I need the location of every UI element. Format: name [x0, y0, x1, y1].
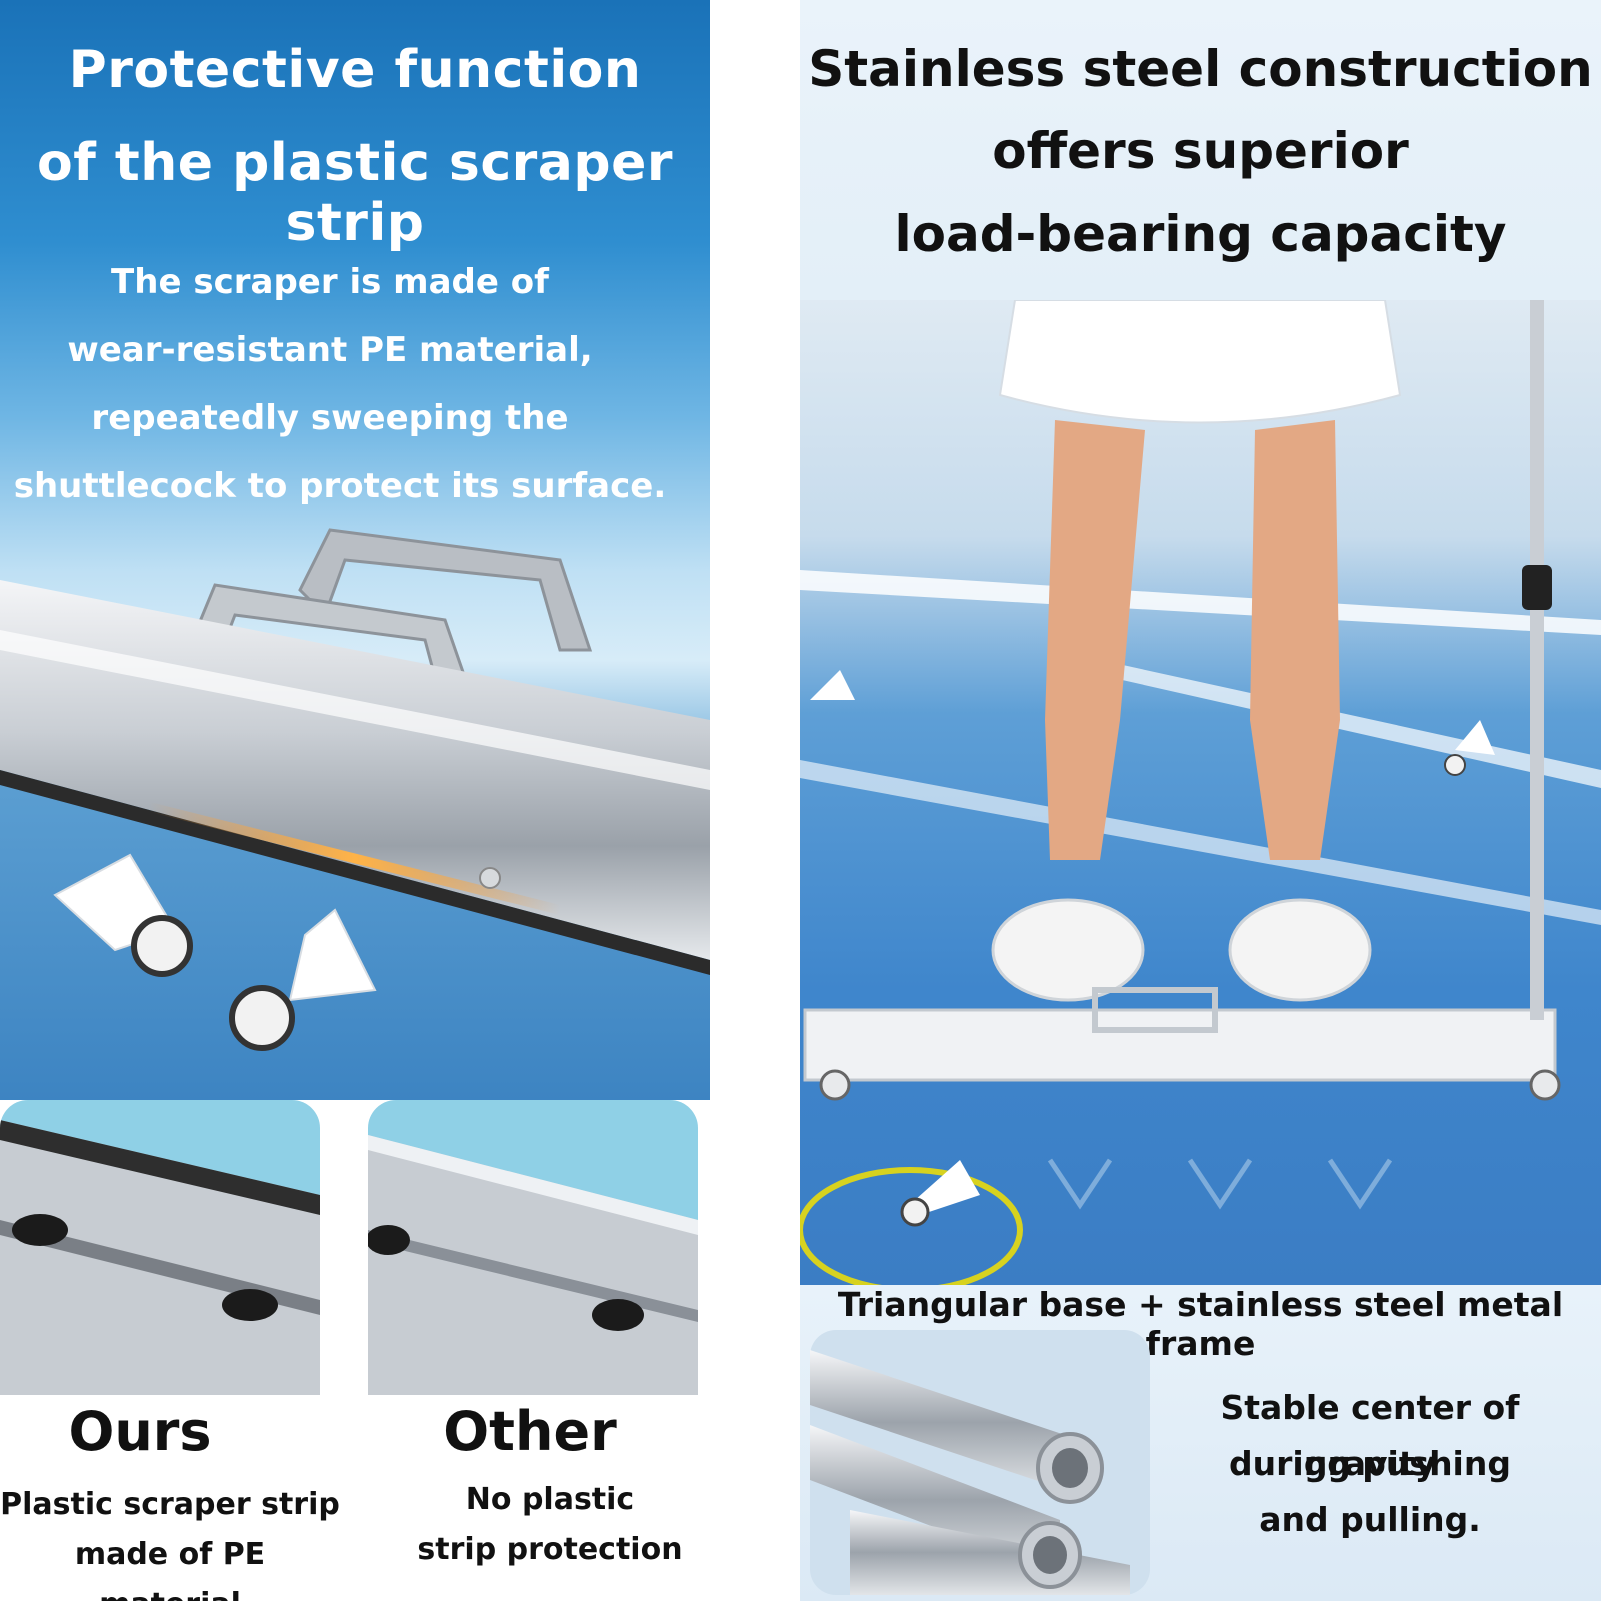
- base-frame-heading: Triangular base + stainless steel metal …: [837, 1285, 1564, 1363]
- other-description-line1: No plastic: [465, 1482, 635, 1517]
- left-body-line3: repeatedly sweeping the: [91, 398, 569, 438]
- left-body-line1: The scraper is made of: [111, 262, 549, 302]
- other-label: Other: [443, 1400, 617, 1463]
- shuttlecock-icon: [900, 1160, 980, 1227]
- right-title-line1: Stainless steel construction: [808, 40, 1593, 98]
- right-title-line2: offers superior: [992, 122, 1409, 180]
- right-title-line3: load-bearing capacity: [894, 205, 1507, 263]
- ours-label: Ours: [68, 1400, 212, 1463]
- court-scene-image: [800, 300, 1601, 1285]
- left-feature-panel: Protective function of the plastic scrap…: [0, 0, 710, 1100]
- right-feature-panel: Stainless steel construction offers supe…: [800, 0, 1601, 1601]
- left-title-line2: of the plastic scraper strip: [36, 133, 674, 253]
- shuttlecock-icon: [53, 853, 193, 977]
- scraper-illustration: [0, 528, 710, 1100]
- stable-line2: during pushing: [1229, 1444, 1511, 1483]
- shuttlecock-icon: [229, 908, 377, 1051]
- left-body-line2: wear-resistant PE material,: [67, 330, 593, 370]
- ours-comparison-image: [0, 1100, 320, 1395]
- ours-description-line2: made of PE material: [74, 1537, 266, 1601]
- ours-description-line1: Plastic scraper strip: [0, 1487, 340, 1522]
- stable-line3: and pulling.: [1259, 1500, 1481, 1539]
- stable-line1: Stable center of gravity: [1220, 1388, 1520, 1483]
- frame-info-box: Triangular base + stainless steel metal …: [800, 1285, 1601, 1601]
- other-description-line2: strip protection: [417, 1532, 683, 1567]
- left-title-line1: Protective function: [68, 40, 642, 100]
- left-body-line4: shuttlecock to protect its surface.: [13, 466, 667, 506]
- shuttlecock-icon: [1444, 720, 1495, 776]
- other-comparison-image: [368, 1100, 698, 1395]
- steel-tube-image: [810, 1330, 1150, 1595]
- shuttlecock-icon: [810, 670, 855, 700]
